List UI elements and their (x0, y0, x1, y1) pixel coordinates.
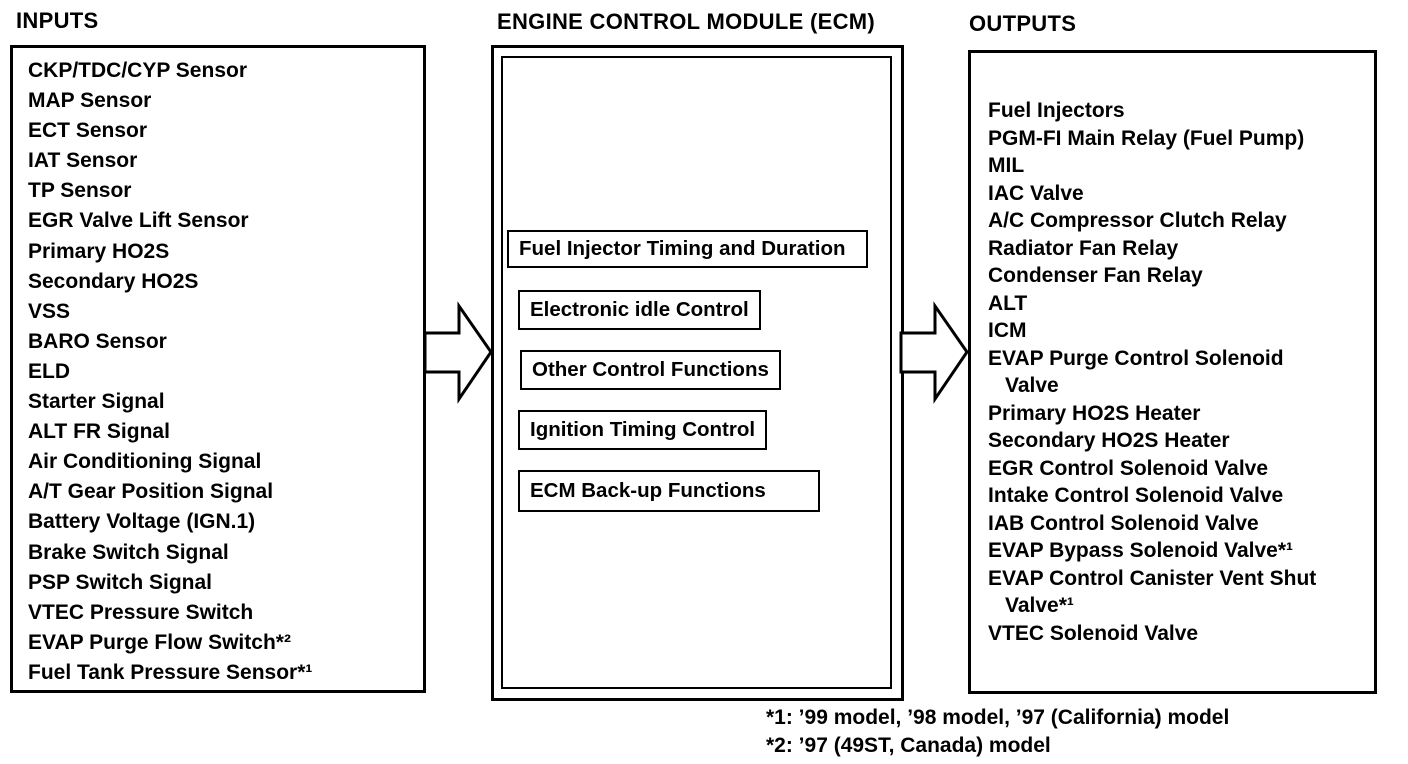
input-item: PSP Switch Signal (28, 570, 212, 594)
output-item: ALT (988, 291, 1028, 315)
footnotes: *1: ’99 model, ’98 model, ’97 (Californi… (766, 704, 1229, 760)
input-item: Starter Signal (28, 390, 165, 414)
output-item: Primary HO2S Heater (988, 401, 1201, 425)
output-item: Valve*¹ (1005, 594, 1074, 617)
inputs-title: INPUTS (16, 8, 99, 33)
footnote-1: *1: ’99 model, ’98 model, ’97 (Californi… (766, 706, 1230, 729)
footnote-2: *2: ’97 (49ST, Canada) model (766, 734, 1051, 757)
output-item: PGM-FI Main Relay (Fuel Pump) (988, 126, 1305, 150)
input-item: CKP/TDC/CYP Sensor (28, 59, 247, 82)
input-item: VTEC Pressure Switch (28, 600, 254, 624)
ecm-title: ENGINE CONTROL MODULE (ECM) (497, 9, 876, 34)
output-item: EVAP Purge Control Solenoid (988, 346, 1284, 370)
output-item: Valve (1005, 374, 1059, 397)
input-item: BARO Sensor (28, 329, 167, 353)
input-item: ALT FR Signal (28, 420, 170, 444)
output-item: Condenser Fan Relay (988, 264, 1203, 287)
input-item: VSS (28, 299, 71, 323)
input-item: Fuel Tank Pressure Sensor*¹ (28, 660, 313, 684)
output-item: Fuel Injectors (988, 99, 1125, 122)
ecm-function-box: Fuel Injector Timing and Duration (507, 230, 868, 268)
input-item: Secondary HO2S (28, 269, 199, 293)
output-item: IAC Valve (988, 181, 1084, 205)
ecm-function-box: ECM Back-up Functions (518, 470, 820, 512)
ecm-function-box: Electronic idle Control (518, 290, 761, 330)
input-item: Battery Voltage (IGN.1) (28, 510, 256, 534)
output-item: Intake Control Solenoid Valve (988, 484, 1284, 507)
input-item: A/T Gear Position Signal (28, 480, 274, 504)
input-item: Primary HO2S (28, 239, 170, 263)
input-item: MAP Sensor (28, 89, 152, 113)
input-item: TP Sensor (28, 179, 132, 203)
output-item: ICM (988, 319, 1027, 342)
output-item: EVAP Bypass Solenoid Valve*¹ (988, 539, 1294, 562)
input-item: ECT Sensor (28, 119, 148, 143)
output-item: MIL (988, 154, 1025, 177)
input-item: IAT Sensor (28, 149, 138, 173)
ecm-function-box: Other Control Functions (520, 350, 781, 390)
block-arrow-right-icon (899, 301, 969, 404)
output-item: Radiator Fan Relay (988, 236, 1179, 260)
input-item: EVAP Purge Flow Switch*² (28, 630, 291, 654)
outputs-title: OUTPUTS (969, 11, 1077, 36)
output-item: VTEC Solenoid Valve (988, 621, 1199, 645)
block-arrow-right-icon (423, 301, 493, 404)
output-item: EVAP Control Canister Vent Shut (988, 566, 1317, 590)
input-item: Air Conditioning Signal (28, 450, 262, 474)
ecm-function-box: Ignition Timing Control (518, 410, 768, 450)
input-item: EGR Valve Lift Sensor (28, 209, 249, 233)
output-item: A/C Compressor Clutch Relay (988, 209, 1287, 232)
input-item: Brake Switch Signal (28, 540, 229, 564)
output-item: Secondary HO2S Heater (988, 429, 1230, 452)
output-item: EGR Control Solenoid Valve (988, 456, 1269, 480)
input-item: ELD (28, 359, 70, 383)
output-item: IAB Control Solenoid Valve (988, 511, 1259, 535)
